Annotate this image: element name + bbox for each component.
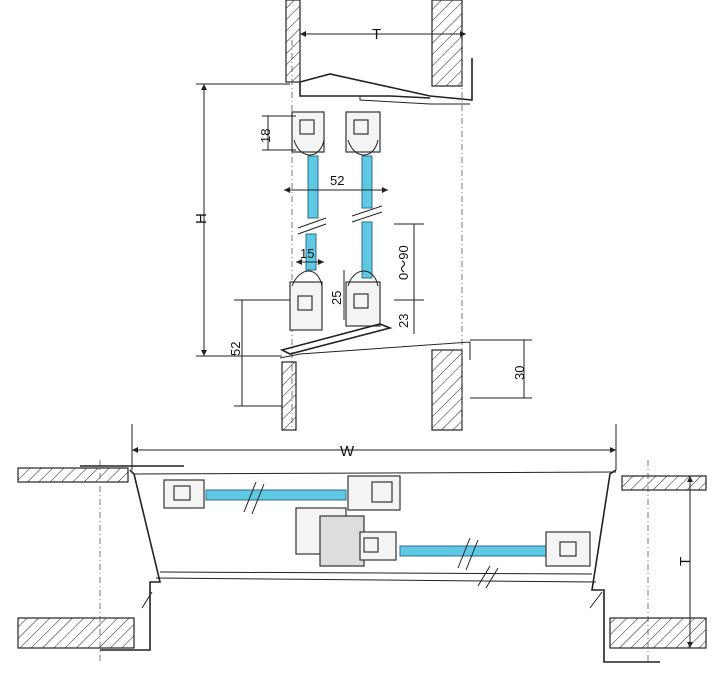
glass-left-upper — [307, 155, 319, 219]
dim-T-top: T — [372, 26, 381, 43]
glass-right-upper — [361, 155, 373, 209]
glass-horizontal-left — [205, 489, 347, 501]
dim-30: 30 — [512, 366, 527, 380]
wall-left-bottom — [17, 617, 135, 649]
horizontal-section: W — [17, 424, 707, 663]
bottom-sash-left — [289, 270, 323, 331]
wall-right-top — [621, 475, 707, 491]
vertical-section: T H 18 52 15 25 0～90 23 52 30 — [193, 0, 532, 431]
top-sash-right — [345, 111, 381, 156]
head-frame — [299, 58, 473, 101]
dim-25: 25 — [329, 291, 344, 305]
wall-bottom-left — [281, 361, 297, 431]
glass-left-lower — [305, 233, 317, 271]
dim-T-right: T — [677, 557, 694, 566]
dim-0-90: 0～90 — [396, 245, 411, 280]
meeting-rail — [295, 475, 401, 567]
outer-frame — [80, 465, 660, 663]
dim-H: H — [193, 213, 210, 224]
dim-W: W — [340, 443, 355, 460]
right-jamb-sash — [545, 531, 591, 567]
bottom-sash-right — [345, 270, 381, 327]
dim-52-left: 52 — [228, 342, 243, 356]
glass-right-lower — [361, 221, 373, 279]
top-sash-left — [291, 111, 325, 156]
glass-horizontal-right — [399, 545, 547, 557]
dim-23: 23 — [396, 314, 411, 328]
left-jamb-sash — [163, 479, 205, 509]
wall-left-top — [17, 467, 129, 483]
wall-right-bottom — [609, 617, 707, 649]
wall-bottom-right — [431, 349, 463, 431]
dim-15: 15 — [300, 246, 314, 261]
dim-52-mid: 52 — [330, 173, 344, 188]
wall-top-right — [431, 0, 463, 87]
wall-top-left — [285, 0, 301, 83]
sill-frame — [279, 323, 393, 355]
dim-18: 18 — [258, 129, 273, 143]
